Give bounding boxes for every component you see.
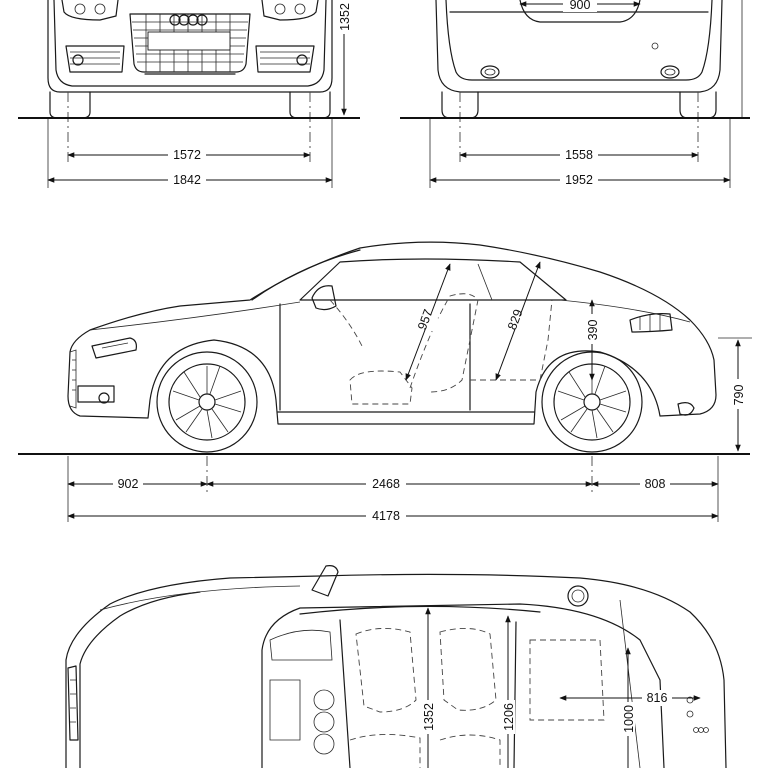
label-rear-width: 1952: [565, 173, 593, 187]
label-rear-overhang: 808: [645, 477, 666, 491]
front-air-intake-right: [255, 45, 315, 73]
fuel-cap-icon: [567, 585, 589, 607]
dim-side-height: [731, 339, 745, 452]
dim-front-track: [67, 146, 311, 162]
label-rear-headroom: 829: [505, 307, 525, 331]
dim-front-headroom: [405, 263, 451, 381]
front-headlight-right: [261, 0, 319, 21]
dim-rear-track: [459, 146, 699, 162]
front-grille: [129, 13, 251, 73]
dim-top-front-shoulder: [421, 607, 435, 768]
rear-exhaust-right: [660, 65, 680, 79]
label-top-trunk-width: 1000: [622, 705, 636, 733]
dim-top-trunk-width: [621, 647, 635, 768]
label-wheelbase: 2468: [372, 477, 400, 491]
top-rear-logo: [686, 696, 709, 733]
dim-top-trunk-depth: [559, 690, 701, 706]
label-length: 4178: [372, 509, 400, 523]
dim-top-rear-shoulder: [501, 615, 515, 768]
side-view: [67, 241, 752, 522]
fog-light-icon: [77, 385, 115, 404]
label-rear-trunk-width: 900: [570, 0, 591, 12]
dim-rear-trunk-width: [519, 0, 641, 12]
label-side-height: 790: [732, 385, 746, 406]
front-view: [47, 0, 333, 188]
dim-front-overhang: [67, 476, 208, 492]
top-view: [65, 565, 727, 768]
label-front-track: 1572: [173, 148, 201, 162]
label-front-width: 1842: [173, 173, 201, 187]
label-rear-track: 1558: [565, 148, 593, 162]
front-air-intake-left: [65, 45, 125, 73]
label-front-height: 1352: [338, 3, 352, 31]
dimension-labels: 1352 900 1572 1842 1558 1952 957 829 390…: [118, 0, 746, 733]
label-front-overhang: 902: [118, 477, 139, 491]
label-top-front-shoulder: 1352: [422, 703, 436, 731]
top-headlight-icon: [67, 665, 79, 741]
label-rear-seat-height: 390: [586, 320, 600, 341]
front-grille-side: [69, 349, 77, 409]
dim-rear-width: [429, 171, 731, 187]
front-tire-left: [49, 91, 91, 119]
side-mirror-icon: [311, 285, 337, 311]
top-engine-detail: [269, 629, 335, 755]
rear-exhaust-left: [480, 65, 500, 79]
audi-rings-logo: [169, 14, 208, 26]
front-headlight-icon: [91, 337, 137, 359]
dim-wheelbase: [206, 476, 593, 492]
rear-exhaust-side: [677, 402, 695, 416]
top-seats: [349, 628, 605, 768]
label-top-rear-shoulder: 1206: [502, 703, 516, 731]
label-front-headroom: 957: [415, 307, 435, 331]
dim-rear-headroom: [495, 261, 541, 381]
front-headlight-left: [61, 0, 119, 21]
side-mirror-top-icon: [311, 565, 339, 597]
front-wheel-side: [156, 351, 258, 453]
dim-front-width: [47, 171, 333, 187]
label-top-trunk-depth: 816: [647, 691, 668, 705]
tail-light-icon: [629, 313, 673, 333]
dim-length: [67, 508, 719, 524]
dim-rear-overhang: [591, 476, 719, 492]
dim-front-height: [337, 0, 351, 116]
dim-rear-seat-height: [585, 299, 599, 381]
